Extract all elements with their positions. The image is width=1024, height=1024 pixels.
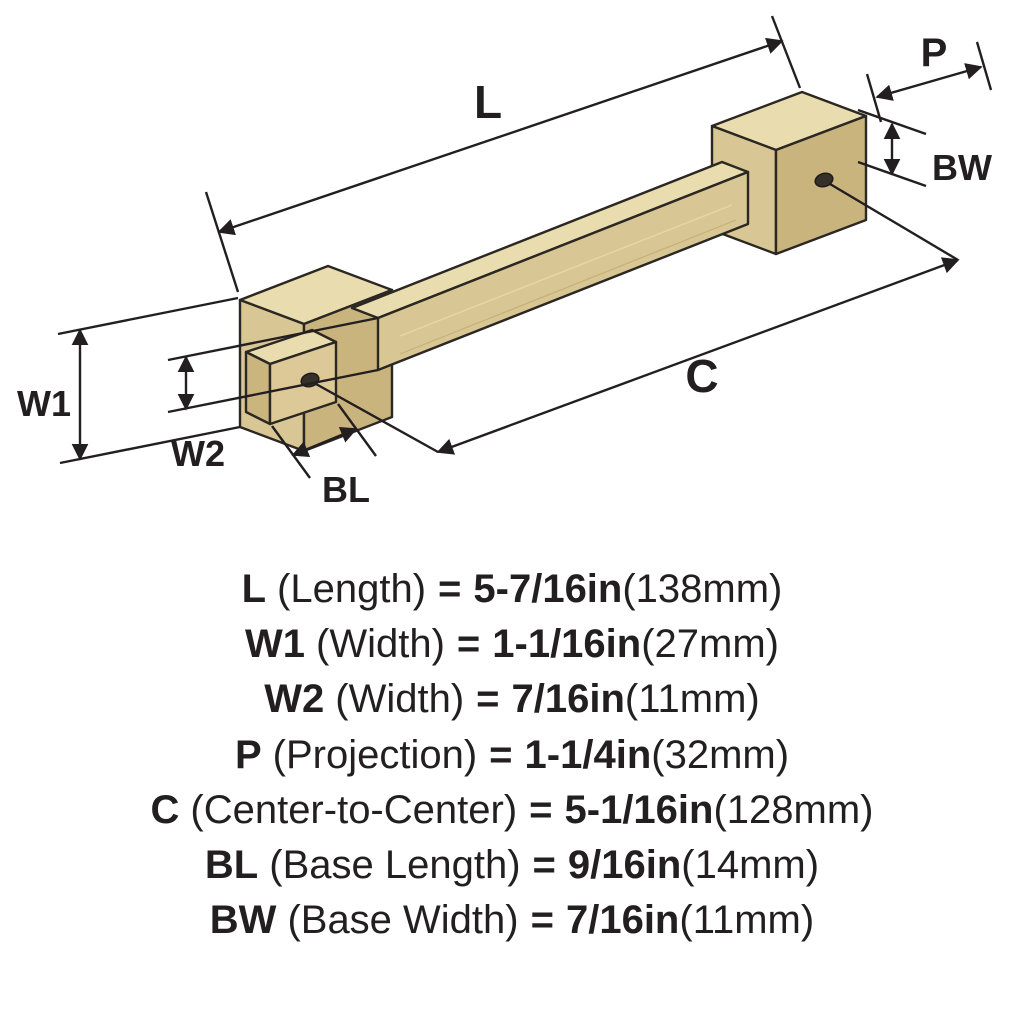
dimension-extension-line: [865, 73, 883, 123]
spec-row-W1: W1(Width)=1-1/16in(27mm): [0, 617, 1024, 672]
dimension-lines: [57, 15, 993, 479]
spec-equals: =: [456, 622, 481, 667]
dimension-extension-line: [204, 191, 240, 293]
spec-code: C: [150, 787, 180, 832]
dimension-arrow-line: [436, 257, 960, 455]
spec-equals: =: [438, 567, 462, 611]
spec-name: (Projection): [272, 732, 478, 777]
dimension-extension-line: [271, 425, 311, 479]
dimension-label-BL: BL: [322, 469, 370, 510]
spec-metric: (138mm): [622, 567, 783, 611]
dimension-W1: [57, 296, 241, 465]
spec-metric: (128mm): [713, 787, 874, 832]
dimension-BL: [271, 403, 377, 479]
dimension-spec-list: L(Length)=5-7/16in(138mm) W1(Width)=1-1/…: [0, 562, 1024, 948]
spec-value: 7/16in: [565, 898, 680, 943]
right-screw-hole: [814, 172, 834, 188]
dimension-leader-line: [829, 182, 959, 262]
spec-equals: =: [529, 787, 553, 832]
dimension-label-W2: W2: [171, 433, 225, 474]
dimension-C: [315, 182, 960, 455]
dimension-extension-line: [59, 425, 241, 465]
dimension-extension-line: [167, 316, 379, 362]
spec-code: P: [234, 732, 262, 777]
spec-value: 1-1/4in: [524, 732, 652, 777]
spec-code: L: [241, 567, 267, 611]
spec-code: W1: [245, 622, 305, 667]
dimension-arrow-line: [217, 37, 784, 236]
spec-value: 5-1/16in: [564, 787, 714, 832]
cabinet-pull-handle: [238, 90, 868, 453]
spec-equals: =: [489, 732, 513, 777]
dimension-label-C: C: [685, 350, 718, 402]
spec-name: (Width): [316, 622, 445, 667]
spec-metric: (11mm): [679, 898, 815, 943]
dimension-leader-line: [315, 382, 439, 454]
dimension-P: [865, 41, 993, 123]
spec-row-P: P(Projection)=1-1/4in(32mm): [0, 728, 1024, 783]
spec-metric: (11mm): [624, 677, 760, 722]
dimension-W2: [167, 316, 379, 414]
spec-metric: (27mm): [641, 622, 779, 667]
dimension-extension-line: [167, 368, 379, 414]
spec-row-C: C(Center-to-Center)=5-1/16in(128mm): [0, 783, 1024, 838]
left-base-front-face: [244, 350, 272, 426]
spec-value: 1-1/16in: [492, 622, 642, 667]
spec-row-L: L(Length)=5-7/16in(138mm): [0, 562, 1024, 617]
spec-name: (Base Width): [287, 898, 519, 943]
spec-code: BL: [204, 842, 259, 887]
dimension-label-L: L: [474, 76, 502, 128]
spec-row-BW: BW(Base Width)=7/16in(11mm): [0, 893, 1024, 948]
dimension-label-BW: BW: [932, 147, 992, 188]
spec-code: BW: [209, 898, 277, 943]
spec-name: (Base Length): [269, 842, 521, 887]
spec-row-W2: W2(Width)=7/16in(11mm): [0, 672, 1024, 727]
spec-value: 9/16in: [567, 842, 682, 887]
dimension-arrow-line: [875, 63, 983, 101]
spec-equals: =: [476, 677, 500, 722]
spec-metric: (14mm): [681, 842, 820, 887]
spec-name: (Length): [277, 567, 427, 611]
spec-code: W2: [264, 677, 325, 722]
dimension-label-W1: W1: [17, 383, 71, 424]
dimension-arrow-line: [291, 427, 358, 457]
dimension-extension-line: [57, 296, 239, 336]
spec-equals: =: [530, 898, 554, 943]
spec-metric: (32mm): [651, 732, 790, 777]
dimension-extension-line: [857, 108, 927, 136]
dimension-BW: [857, 108, 927, 188]
handle-illustration: L P BW W1 W2 C BL: [17, 15, 993, 510]
spec-equals: =: [532, 842, 556, 887]
spec-value: 5-7/16in: [473, 567, 623, 611]
spec-value: 7/16in: [511, 677, 625, 722]
dimension-label-P: P: [921, 31, 948, 75]
spec-name: (Width): [335, 677, 465, 722]
dimension-L: [204, 15, 802, 293]
spec-name: (Center-to-Center): [190, 787, 518, 832]
dimension-extension-line: [975, 41, 993, 91]
spec-row-BL: BL(Base Length)=9/16in(14mm): [0, 838, 1024, 893]
dimension-extension-line: [770, 15, 802, 89]
